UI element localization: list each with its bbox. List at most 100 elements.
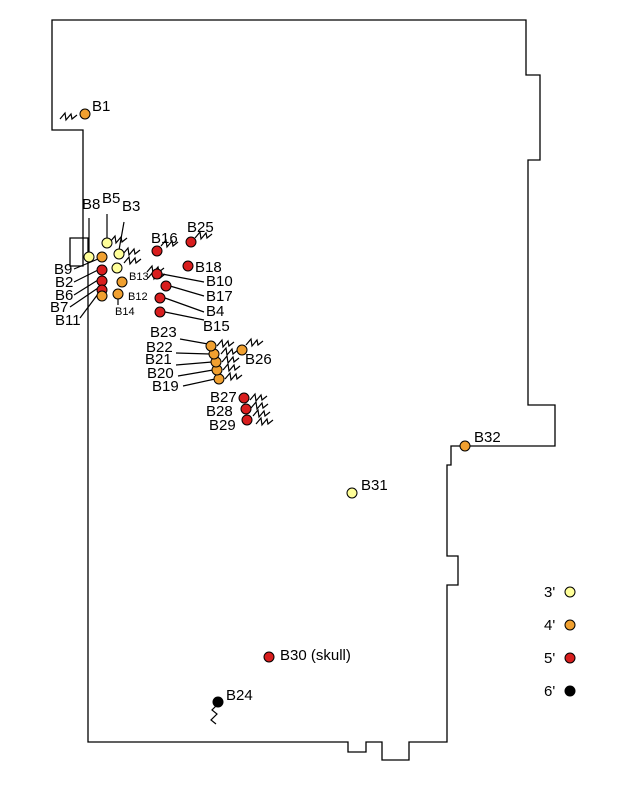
legend-label: 3' — [544, 584, 555, 601]
burial-label-b20: B20 — [147, 365, 174, 382]
burial-point-b28[interactable] — [240, 403, 252, 415]
burial-point-b11[interactable] — [96, 290, 108, 302]
burial-label-b21: B21 — [145, 351, 172, 368]
burial-label-b4: B4 — [206, 303, 224, 320]
legend-label: 4' — [544, 617, 555, 634]
burial-label-b2: B2 — [55, 274, 73, 291]
legend-swatch — [564, 586, 576, 598]
bone-marker — [220, 346, 239, 357]
burial-label-b32: B32 — [474, 429, 501, 446]
burial-label-b27: B27 — [210, 389, 237, 406]
leader-line-b3 — [118, 221, 125, 251]
burial-point-b15[interactable] — [154, 306, 166, 318]
legend-label: 5' — [544, 650, 555, 667]
burial-point-b3[interactable] — [113, 248, 125, 260]
burial-point-b1[interactable] — [79, 108, 91, 120]
burial-label-b25: B25 — [187, 219, 214, 236]
leader-line-b20 — [177, 369, 214, 377]
burial-point-b13[interactable] — [111, 262, 123, 274]
burial-point-b8[interactable] — [83, 251, 95, 263]
burial-label-b17: B17 — [206, 288, 233, 305]
burial-label-b15: B15 — [203, 318, 230, 335]
burial-label-b12: B12 — [128, 291, 148, 303]
burial-label-b8: B8 — [82, 196, 100, 213]
depth-legend: 3' 4' 5' 6' — [544, 584, 576, 700]
leader-line-b4 — [164, 297, 205, 313]
leader-line-b21 — [175, 361, 213, 366]
bone-marker — [221, 354, 240, 365]
burial-label-b9: B9 — [54, 261, 72, 278]
bone-marker — [123, 255, 142, 266]
burial-point-b19[interactable] — [213, 373, 225, 385]
burial-point-b4[interactable] — [154, 292, 166, 304]
leader-line-b22 — [175, 352, 211, 355]
burial-point-b9[interactable] — [96, 251, 108, 263]
burial-label-b24: B24 — [226, 687, 253, 704]
burial-label-b3: B3 — [122, 198, 140, 215]
burial-points — [79, 108, 471, 708]
burial-point-b31[interactable] — [346, 487, 358, 499]
burial-label-b11: B11 — [55, 312, 81, 329]
site-boundary — [51, 19, 556, 761]
burial-point-b27[interactable] — [238, 392, 250, 404]
bone-marker — [210, 703, 219, 725]
burial-label-b16: B16 — [151, 230, 178, 247]
leader-line-b15 — [164, 311, 205, 321]
bone-marker — [252, 408, 271, 419]
bone-marker — [109, 234, 128, 245]
bone-marker — [122, 246, 141, 257]
legend-swatch — [564, 685, 576, 697]
burial-point-b12[interactable] — [116, 276, 128, 288]
burial-point-b14[interactable] — [112, 288, 124, 300]
bone-marker — [216, 338, 235, 349]
leader-line-b6 — [73, 279, 99, 296]
burial-point-b30[interactable] — [263, 651, 275, 663]
leader-line-b17 — [169, 285, 205, 297]
burial-label-b30: B30 (skull) — [280, 647, 351, 664]
legend-label: 6' — [544, 683, 555, 700]
burial-label-b23: B23 — [150, 324, 177, 341]
bone-marker — [250, 400, 269, 411]
leader-line-b19 — [182, 378, 216, 387]
leader-line-b11 — [79, 293, 99, 319]
burial-point-b26[interactable] — [236, 344, 248, 356]
leader-line-b7 — [69, 287, 99, 308]
burial-point-b29[interactable] — [241, 414, 253, 426]
burial-label-b28: B28 — [206, 403, 233, 420]
leader-line-b10 — [161, 273, 205, 283]
burial-label-b5: B5 — [102, 190, 120, 207]
leader-lines — [69, 214, 216, 387]
burial-point-b32[interactable] — [459, 440, 471, 452]
bone-marker — [59, 111, 78, 122]
bone-marker — [245, 337, 264, 348]
burial-label-b10: B10 — [206, 273, 233, 290]
bone-marker — [224, 371, 243, 382]
burial-point-b18[interactable] — [182, 260, 194, 272]
burial-point-b16[interactable] — [151, 245, 163, 257]
bone-marker — [249, 392, 268, 403]
burial-label-b1: B1 — [92, 98, 110, 115]
burial-label-b22: B22 — [146, 339, 173, 356]
burial-point-b25[interactable] — [185, 236, 197, 248]
legend-swatch — [564, 652, 576, 664]
leader-line-b9 — [73, 258, 99, 270]
burial-labels: B1B2B3B4B5B6B7B8B9B10B11B12B13B14B15B16B… — [50, 98, 501, 704]
leader-line-b2 — [73, 269, 99, 283]
bone-marker — [255, 416, 274, 427]
legend-swatch — [564, 619, 576, 631]
burial-point-b10[interactable] — [151, 268, 163, 280]
burial-label-b19: B19 — [152, 378, 179, 395]
burial-point-b2[interactable] — [96, 264, 108, 276]
burial-label-b31: B31 — [361, 477, 388, 494]
burial-point-b17[interactable] — [160, 280, 172, 292]
burial-point-b23[interactable] — [205, 340, 217, 352]
burial-point-b5[interactable] — [101, 237, 113, 249]
burial-label-b26: B26 — [245, 351, 272, 368]
leader-line-b23 — [179, 338, 209, 345]
burial-label-b18: B18 — [195, 259, 222, 276]
burial-label-b14: B14 — [115, 306, 135, 318]
bone-marker — [194, 230, 213, 241]
burial-point-b24[interactable] — [212, 696, 224, 708]
bone-marker — [160, 238, 179, 249]
